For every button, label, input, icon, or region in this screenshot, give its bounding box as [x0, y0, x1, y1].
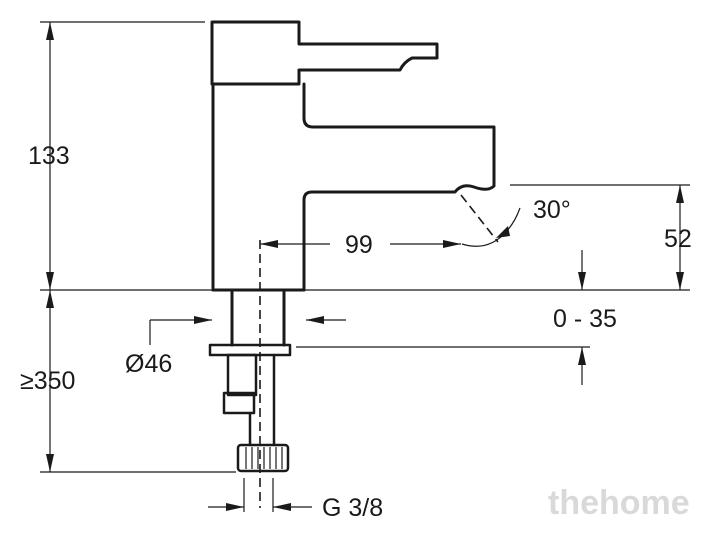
- dimension-label-height: 133: [28, 142, 70, 170]
- dimension-label-spout-height: 52: [664, 225, 692, 253]
- dimension-spout-52: 52: [664, 185, 692, 290]
- dimension-supply-350: ≥350: [20, 290, 75, 472]
- dimension-label-angle: 30°: [533, 196, 571, 224]
- watermark-text: thehome: [548, 484, 690, 522]
- dimension-height-133: 133: [28, 22, 70, 290]
- mounting-nut: [226, 353, 258, 397]
- dimension-label-supply: ≥350: [20, 367, 75, 395]
- supply-hose-connector: [236, 443, 290, 473]
- dimension-base-diameter: Ø46: [125, 316, 346, 378]
- mounting-washer: [208, 343, 292, 357]
- mounting-nut-lower: [222, 391, 256, 415]
- dimension-label-deck-thickness: 0 - 35: [553, 305, 617, 333]
- water-stream-line: [460, 194, 499, 243]
- mounting-assembly: [208, 240, 292, 508]
- dimension-label-diameter: Ø46: [125, 350, 172, 378]
- extension-lines: [40, 21, 690, 512]
- faucet-lever-cap: [210, 20, 439, 86]
- dimension-thread: G 3/8: [208, 494, 383, 522]
- connector-knurl: [245, 447, 283, 469]
- dimension-deck-0-35: 0 - 35: [553, 250, 617, 385]
- dimension-reach-99: 99: [260, 231, 461, 259]
- faucet-body: [210, 20, 496, 292]
- dimension-angle-30: 30°: [461, 196, 571, 247]
- dimension-label-reach: 99: [345, 231, 373, 259]
- dimension-label-thread: G 3/8: [322, 494, 383, 522]
- faucet-spout: [211, 82, 496, 292]
